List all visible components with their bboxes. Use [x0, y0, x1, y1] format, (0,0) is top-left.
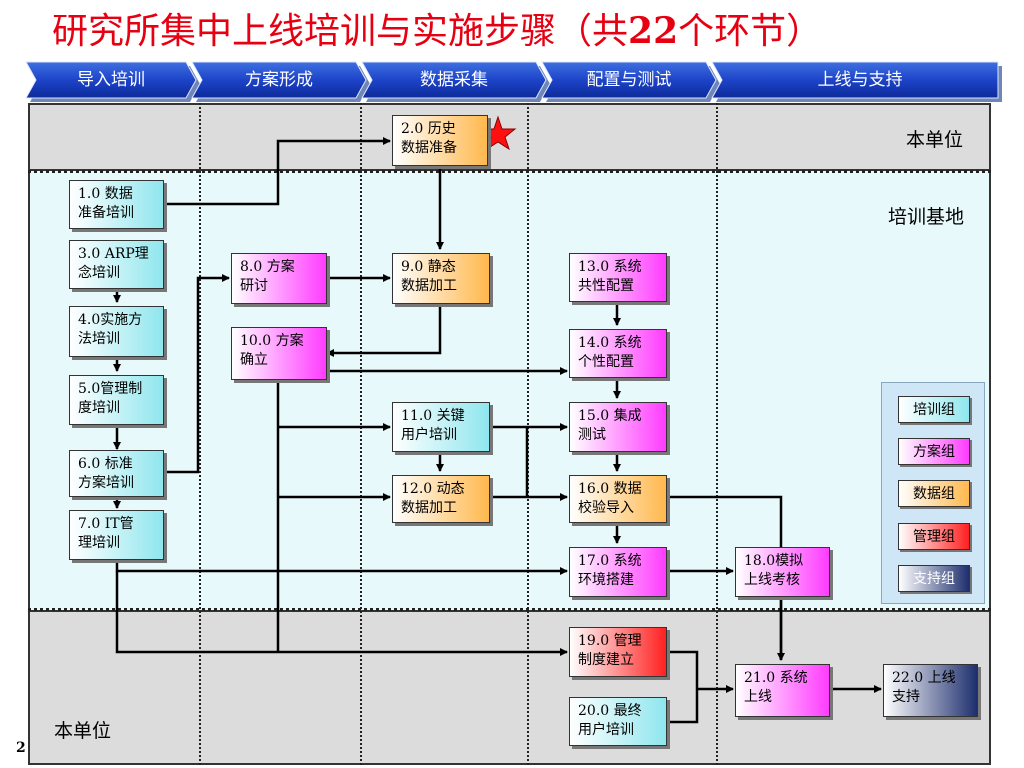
step-16-data-validation: 16.0 数据校验导入 — [569, 475, 667, 523]
step-13-common-config: 13.0 系统共性配置 — [569, 253, 667, 302]
phase-chevron-3 — [361, 61, 547, 99]
step-4-method-training: 4.0实施方法培训 — [69, 306, 164, 357]
step-21-go-live: 21.0 系统上线 — [735, 664, 830, 717]
step-12-dynamic-data: 12.0 动态数据加工 — [392, 475, 490, 523]
legend-data-group: 数据组 — [898, 480, 970, 507]
phase-label-5: 上线与支持 — [817, 70, 903, 90]
title-main: 研究所集中上线培训与实施步骤（共 — [52, 11, 629, 52]
phase-divider-4 — [716, 103, 718, 765]
phase-chevron-1 — [25, 61, 197, 99]
step-6-standard-plan-training: 6.0 标准方案培训 — [69, 450, 164, 497]
phase-chevron-4 — [541, 61, 717, 99]
step-20-end-user-training: 20.0 最终用户培训 — [569, 697, 667, 746]
page-title: 研究所集中上线培训与实施步骤（共22个环节） — [52, 2, 822, 60]
page-number: 2 — [16, 740, 26, 756]
step-2-historical-data: 2.0 历史数据准备 — [392, 115, 488, 166]
lane-unit-bottom — [28, 610, 991, 765]
title-number: 22 — [628, 10, 679, 52]
step-8-plan-discussion: 8.0 方案研讨 — [231, 253, 327, 304]
region-label-bottom: 本单位 — [54, 720, 112, 742]
step-9-static-data: 9.0 静态数据加工 — [392, 253, 490, 304]
phase-label-1: 导入培训 — [77, 70, 145, 90]
phase-divider-2 — [360, 103, 362, 765]
title-tail: 个环节） — [678, 11, 823, 52]
phase-chevron-5 — [711, 61, 999, 99]
phase-divider-3 — [527, 103, 529, 765]
step-11-key-user-training: 11.0 关键用户培训 — [392, 402, 490, 452]
step-1-data-prep-training: 1.0 数据准备培训 — [69, 180, 164, 229]
step-15-integration-test: 15.0 集成测试 — [569, 402, 667, 452]
phase-chevron-bar — [25, 61, 1002, 102]
step-22-support: 22.0 上线支持 — [883, 664, 978, 717]
region-label-mid: 培训基地 — [888, 206, 965, 228]
legend-training-group: 培训组 — [898, 396, 970, 423]
step-5-management-training: 5.0管理制度培训 — [69, 375, 164, 425]
legend-plan-group: 方案组 — [898, 438, 970, 465]
step-3-arp-training: 3.0 ARP理念培训 — [69, 240, 164, 289]
legend-management-group: 管理组 — [898, 523, 970, 550]
lane-training-base — [28, 171, 991, 610]
step-7-it-training: 7.0 IT管理培训 — [69, 510, 164, 560]
step-10-plan-confirmed: 10.0 方案确立 — [231, 327, 327, 380]
step-19-policy-setup: 19.0 管理制度建立 — [569, 627, 667, 677]
step-14-custom-config: 14.0 系统个性配置 — [569, 329, 667, 378]
phase-label-4: 配置与测试 — [586, 70, 672, 90]
lane-divider-bottom — [28, 608, 991, 611]
phase-label-2: 方案形成 — [245, 70, 313, 90]
legend-support-group: 支持组 — [898, 565, 970, 592]
phase-chevron-2 — [191, 61, 367, 99]
step-18-mock-go-live: 18.0模拟上线考核 — [735, 547, 830, 597]
step-17-environment-setup: 17.0 系统环境搭建 — [569, 547, 667, 597]
lane-divider-top — [28, 170, 991, 173]
region-label-top: 本单位 — [906, 129, 964, 151]
lane-unit-top — [28, 103, 991, 171]
phase-divider-1 — [199, 103, 201, 765]
phase-label-3: 数据采集 — [420, 70, 488, 90]
